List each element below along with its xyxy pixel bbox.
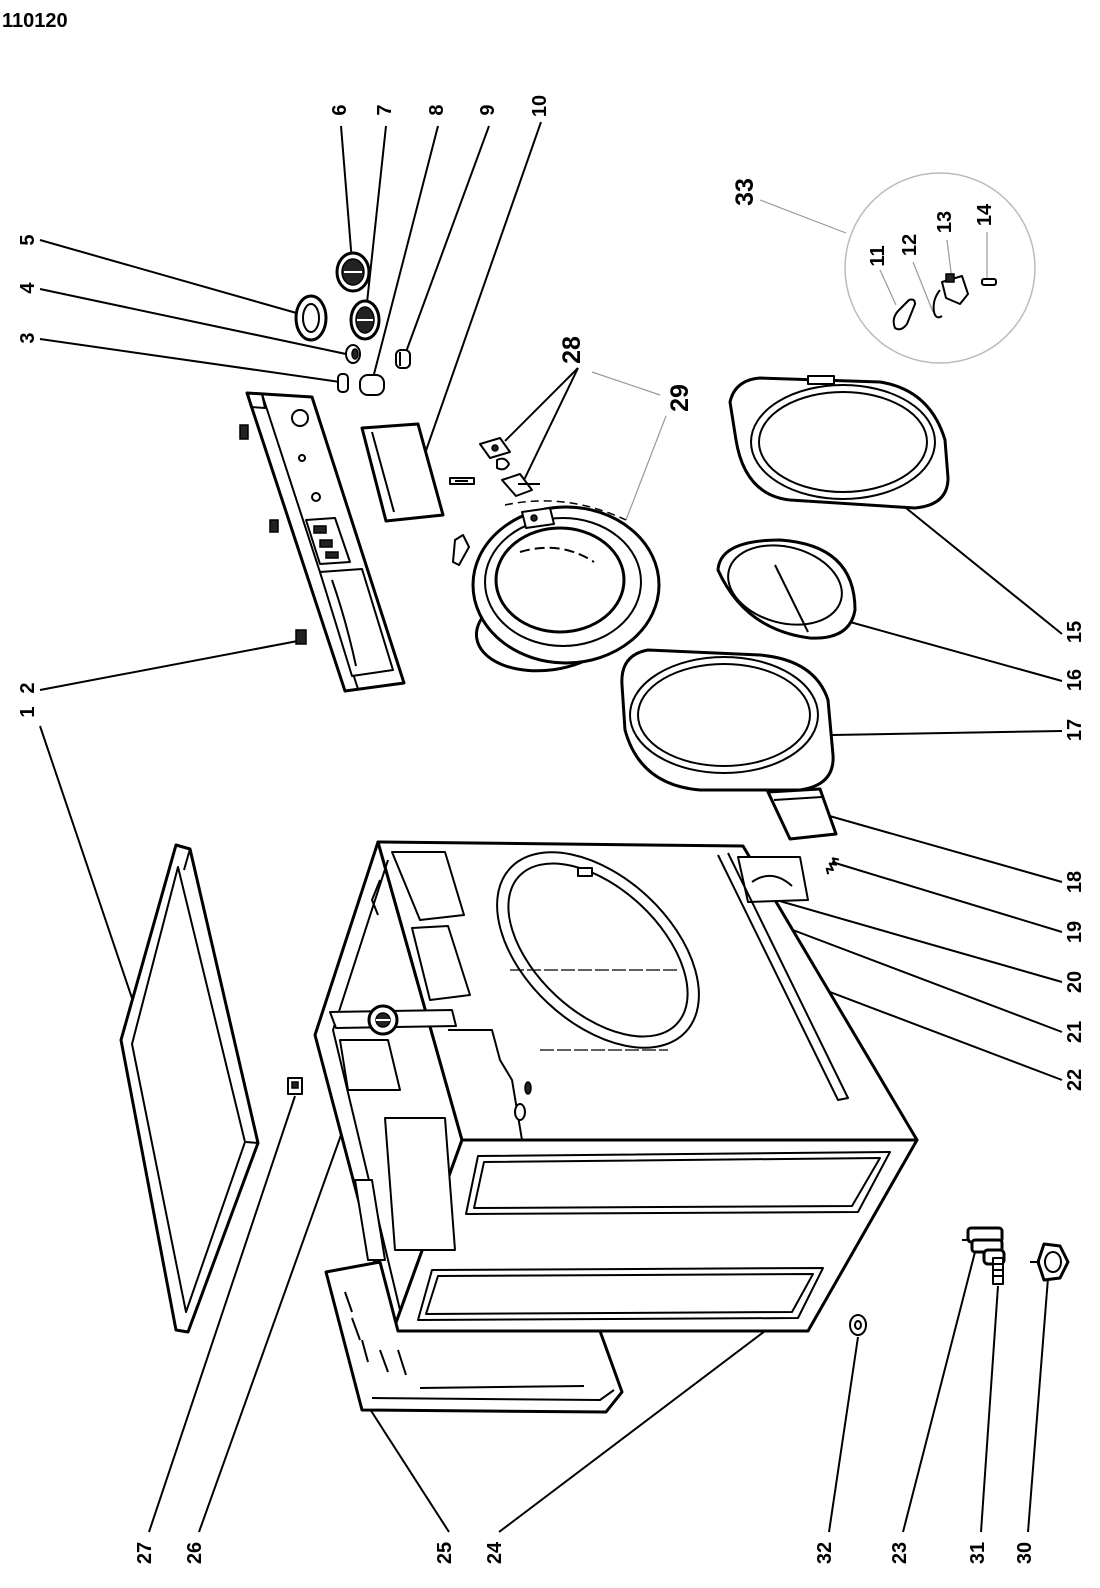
leader-29	[625, 415, 667, 521]
callout-32: 32	[814, 1542, 836, 1564]
callout-31: 31	[967, 1542, 989, 1564]
part-control-panel	[239, 391, 406, 693]
callout-26: 26	[184, 1542, 206, 1564]
callout-12: 12	[899, 234, 921, 256]
callout-25: 25	[434, 1542, 456, 1564]
leader-9	[405, 125, 490, 353]
leader-11	[879, 269, 897, 306]
callout-33: 33	[731, 178, 759, 206]
callout-1: 1	[17, 706, 39, 717]
callout-14: 14	[974, 203, 996, 226]
callout-15: 15	[1064, 621, 1086, 643]
leader-28b	[523, 367, 579, 481]
leader-23	[902, 1251, 976, 1533]
part-knob-6	[335, 251, 371, 293]
callout-4: 4	[17, 282, 39, 294]
callout-17: 17	[1064, 719, 1086, 741]
callout-8: 8	[426, 104, 448, 115]
callout-5: 5	[17, 234, 39, 245]
part-foot-30	[1030, 1242, 1070, 1282]
leader-31	[980, 1285, 999, 1533]
part-door-hinge	[449, 477, 475, 566]
callout-23: 23	[889, 1542, 911, 1564]
callout-21: 21	[1064, 1021, 1086, 1043]
leader-12	[912, 261, 934, 313]
leader-32	[828, 1336, 859, 1533]
part-nut-32	[849, 1314, 867, 1336]
callout-28: 28	[558, 336, 586, 364]
callout-27: 27	[134, 1542, 156, 1564]
leader-21	[776, 923, 1063, 1033]
part-gasket-frame-15	[728, 375, 950, 510]
callout-11: 11	[867, 245, 889, 266]
leader-5	[39, 239, 301, 315]
part-cabinet	[313, 840, 919, 1333]
callout-24: 24	[484, 1541, 506, 1564]
leader-2	[39, 639, 304, 691]
part-spring-31	[992, 1257, 1004, 1285]
callout-19: 19	[1064, 921, 1086, 943]
callout-13: 13	[934, 211, 956, 233]
part-knob-insert-4	[345, 344, 361, 364]
callout-29: 29	[666, 384, 694, 412]
leader-25	[367, 1405, 450, 1533]
part-spring-19	[825, 857, 840, 875]
part-front-frame-17	[620, 648, 835, 792]
part-hook-12	[932, 289, 943, 319]
leader-3	[39, 338, 341, 383]
part-pin-14	[981, 278, 997, 286]
part-cover-plate-18	[766, 787, 838, 841]
part-button-8	[359, 374, 385, 396]
callout-16: 16	[1064, 669, 1086, 691]
leader-19	[831, 861, 1063, 933]
callout-30: 30	[1014, 1542, 1036, 1564]
callout-labels: 1 2 3 4 5 6 7 8 9 10 11 12 13 14 15 16 1…	[17, 95, 1086, 1564]
callout-10: 10	[529, 95, 551, 117]
leader-15	[905, 507, 1063, 635]
callout-7: 7	[374, 104, 396, 115]
leader-33	[759, 199, 847, 234]
leader-8	[372, 125, 439, 379]
leader-27	[148, 1095, 296, 1533]
part-top-panel	[119, 843, 260, 1334]
part-pin-3	[337, 373, 349, 393]
part-filter-cap-26	[367, 1004, 399, 1036]
leader-6	[340, 125, 353, 263]
part-button-9	[395, 349, 411, 369]
part-inset-detail	[844, 172, 1036, 364]
leader-7	[365, 125, 387, 313]
callout-20: 20	[1064, 971, 1086, 993]
leader-1	[39, 725, 137, 1011]
leader-20	[761, 895, 1063, 983]
leader-18	[825, 814, 1063, 883]
part-drawer-front	[360, 422, 445, 523]
part-bowl-16	[716, 538, 857, 640]
leader-30	[1027, 1277, 1049, 1533]
part-latch-11	[892, 298, 916, 331]
part-door-assembly	[471, 500, 661, 673]
leader-16	[849, 621, 1063, 682]
callout-18: 18	[1064, 871, 1086, 893]
part-door-handle-28	[479, 437, 540, 497]
leader-4	[39, 288, 347, 355]
part-knob-ring-5	[294, 294, 328, 342]
leader-17	[831, 730, 1063, 736]
callout-6: 6	[329, 104, 351, 115]
callout-3: 3	[17, 332, 39, 343]
part-bracket-27	[287, 1077, 303, 1095]
leader-24	[498, 1330, 766, 1533]
callout-22: 22	[1064, 1069, 1086, 1091]
part-knob-7	[349, 299, 381, 341]
callout-9: 9	[477, 104, 499, 115]
leader-28a	[504, 367, 579, 442]
part-handle-13	[941, 275, 969, 305]
part-base-plate	[324, 1260, 624, 1414]
leader-10	[421, 121, 542, 463]
document-number: 110120	[2, 10, 68, 32]
callout-2: 2	[17, 682, 39, 693]
leader-29-link	[591, 371, 661, 396]
